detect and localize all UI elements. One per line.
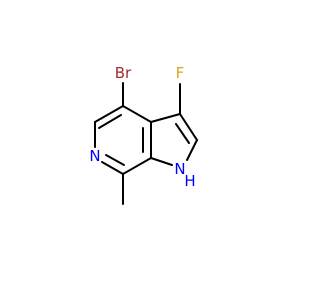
atom-labels: Br F N N H <box>89 64 195 190</box>
bond-n6-c7-inner <box>105 154 125 166</box>
atom-label-f: F <box>176 64 185 82</box>
molecule-drawing: Br F N N H <box>89 64 198 205</box>
bond-n1-c7a <box>150 157 173 166</box>
bond-c4-c5 <box>94 105 124 123</box>
atom-label-br: Br <box>115 64 132 82</box>
bond-c3a-c4 <box>122 105 152 123</box>
bond-c2-n1 <box>186 139 198 161</box>
atom-label-ring-n: N <box>89 147 100 165</box>
bond-c3-c2-inner <box>175 123 190 144</box>
atom-label-nh-h: H <box>184 172 195 190</box>
bond-c4-c5-inner <box>98 114 122 129</box>
bonds <box>94 82 198 205</box>
bond-c7-c7a <box>122 157 152 175</box>
structure-canvas: Br F N N H <box>89 64 198 205</box>
atom-label-nh-n: N <box>174 160 185 178</box>
bond-c3a-c3 <box>150 113 181 123</box>
bond-n6-c7 <box>101 161 124 175</box>
bond-c3-c2 <box>179 113 198 141</box>
